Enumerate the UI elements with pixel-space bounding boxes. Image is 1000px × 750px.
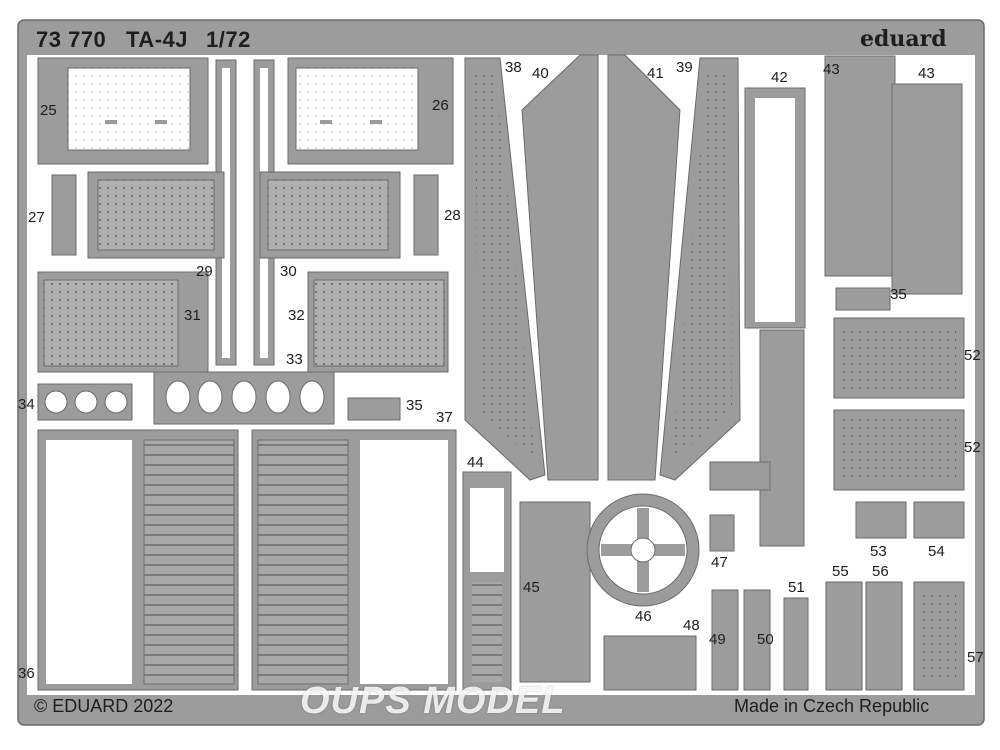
part-number-label: 33	[286, 351, 303, 368]
part-40	[521, 54, 599, 481]
part-panel-left	[87, 171, 225, 259]
part-number-label: 45	[523, 579, 540, 596]
copyright-text: © EDUARD 2022	[34, 696, 174, 716]
part-25	[37, 57, 209, 165]
part-43-right	[891, 83, 963, 295]
part-number-label: 35	[406, 397, 423, 414]
part-34	[37, 383, 133, 421]
part-number-label: 43	[918, 65, 935, 82]
part-36	[37, 429, 239, 691]
part-number-label: 53	[870, 543, 887, 560]
part-54	[913, 501, 965, 539]
scale: 1/72	[206, 27, 251, 52]
part-41	[607, 54, 681, 481]
part-53	[855, 501, 907, 539]
part-number-label: 56	[872, 563, 889, 580]
part-42	[709, 87, 806, 547]
part-26	[287, 57, 454, 165]
part-number-label: 46	[635, 608, 652, 625]
part-number-label: 57	[967, 649, 984, 666]
set-number: 73 770	[36, 27, 107, 52]
part-31	[37, 271, 209, 373]
part-51	[783, 597, 809, 691]
part-number-label: 39	[676, 59, 693, 76]
origin-text: Made in Czech Republic	[734, 696, 930, 716]
part-panel-right	[259, 171, 401, 259]
part-48	[603, 635, 697, 691]
part-45	[519, 501, 591, 683]
part-number-label: 38	[505, 59, 522, 76]
part-32	[307, 271, 449, 373]
part-number-label: 54	[928, 543, 945, 560]
part-50	[743, 589, 771, 691]
part-number-label: 36	[18, 665, 35, 682]
part-number-label: 50	[757, 631, 774, 648]
part-56	[865, 581, 903, 691]
part-number-label: 52	[964, 439, 981, 456]
watermark: OUPS MODEL	[300, 680, 566, 722]
part-number-label: 40	[532, 65, 549, 82]
part-number-label: 34	[18, 396, 35, 413]
part-35-right	[835, 287, 891, 311]
part-37	[251, 429, 457, 691]
part-46	[586, 493, 700, 607]
part-43-left	[824, 55, 896, 277]
part-number-label: 51	[788, 579, 805, 596]
part-33	[153, 371, 335, 425]
part-number-label: 41	[647, 65, 664, 82]
part-number-label: 28	[444, 207, 461, 224]
part-number-label: 48	[683, 617, 700, 634]
part-number-label: 29	[196, 263, 213, 280]
part-number-label: 32	[288, 307, 305, 324]
part-49	[711, 589, 739, 691]
part-55	[825, 581, 863, 691]
part-number-label: 43	[823, 61, 840, 78]
part-number-label: 44	[467, 454, 484, 471]
part-number-label: 35	[890, 286, 907, 303]
part-number-label: 37	[436, 409, 453, 426]
part-35-left	[347, 397, 401, 421]
part-28	[413, 174, 439, 256]
part-number-label: 27	[28, 209, 45, 226]
part-number-label: 25	[40, 102, 57, 119]
eduard-logo: eduard	[860, 26, 947, 52]
part-47	[709, 514, 735, 552]
part-number-label: 52	[964, 347, 981, 364]
part-number-label: 31	[184, 307, 201, 324]
part-number-label: 30	[280, 263, 297, 280]
part-number-label: 55	[832, 563, 849, 580]
part-number-label: 42	[771, 69, 788, 86]
part-number-label: 47	[711, 554, 728, 571]
model-name: TA-4J	[126, 27, 188, 52]
part-27	[51, 174, 77, 256]
part-number-label: 49	[709, 631, 726, 648]
part-number-label: 26	[432, 97, 449, 114]
